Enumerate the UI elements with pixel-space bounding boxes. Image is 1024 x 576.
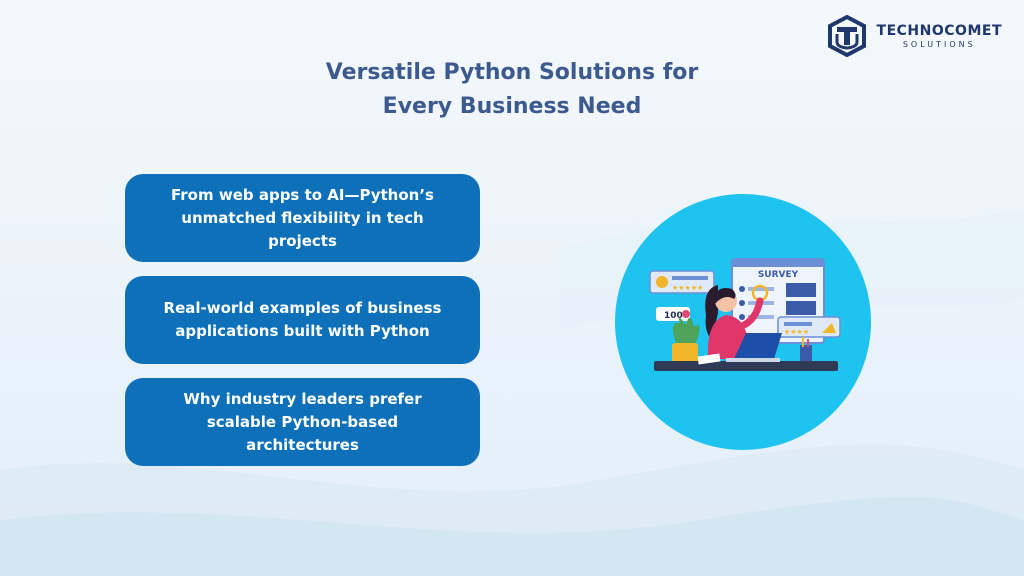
- woman-figure: [705, 285, 764, 359]
- brand-logo: TECHNOCOMET SOLUTIONS: [825, 14, 1002, 58]
- brand-subtitle: SOLUTIONS: [902, 39, 976, 49]
- page-title: Versatile Python Solutions for Every Bus…: [212, 56, 812, 124]
- rating-card-right: ★★★★: [777, 316, 841, 338]
- feature-card-leaders: Why industry leaders prefer scalable Pyt…: [125, 378, 480, 466]
- feature-card-text: From web apps to AI—Python’s unmatched f…: [171, 185, 434, 250]
- svg-text:★★★★: ★★★★: [784, 328, 809, 336]
- feature-card-examples: Real-world examples of business applicat…: [125, 276, 480, 364]
- feature-card-text: Why industry leaders prefer scalable Pyt…: [183, 389, 422, 454]
- likes-count: 100: [664, 311, 683, 321]
- likes-badge: 100: [656, 307, 690, 321]
- survey-label: SURVEY: [758, 270, 799, 280]
- title-line-1: Versatile Python Solutions for: [325, 60, 699, 85]
- feature-card-flexibility: From web apps to AI—Python’s unmatched f…: [125, 174, 480, 262]
- survey-illustration: SURVEY ★★★★★ 100 ★★★★: [615, 194, 871, 450]
- desk: [654, 361, 838, 371]
- plant-icon: [672, 317, 700, 365]
- brand-name: TECHNOCOMET: [876, 22, 1002, 39]
- papers: [697, 353, 721, 365]
- svg-text:★★★★★: ★★★★★: [672, 284, 703, 292]
- technocomet-logo-icon: [827, 14, 866, 58]
- title-line-2: Every Business Need: [382, 94, 642, 119]
- rating-card-left: ★★★★★: [649, 270, 715, 294]
- feature-card-text: Real-world examples of business applicat…: [163, 299, 442, 340]
- pen-cup-icon: [800, 337, 812, 361]
- laptop-icon: [726, 333, 782, 362]
